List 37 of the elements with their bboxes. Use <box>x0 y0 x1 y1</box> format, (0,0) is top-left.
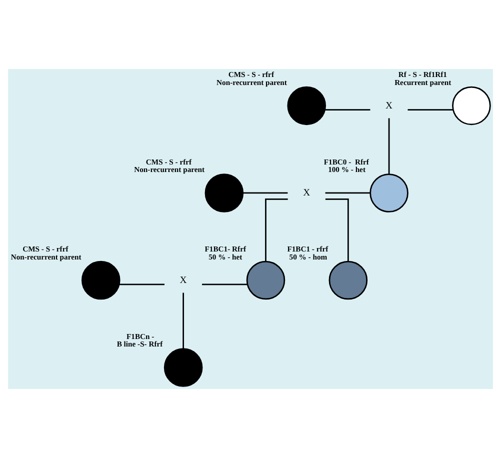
node-label: Rf - S - Rf1Rf1 <box>398 70 447 80</box>
node-label: F1BCn - <box>126 332 154 341</box>
connector <box>325 192 370 194</box>
node-label: CMS - S - rfrf <box>22 244 68 254</box>
node-circle <box>452 86 491 126</box>
node-label: CMS - S - rfrf <box>228 70 274 80</box>
node-label: 50 % - hom <box>289 252 328 262</box>
node-label: B line -S- Rfrf <box>116 340 163 349</box>
node-label: 50 % - het <box>208 252 242 262</box>
node-circle <box>246 260 286 300</box>
connector <box>325 198 349 262</box>
connector <box>388 118 390 174</box>
node-label: Recurrent parent <box>394 78 452 87</box>
node-circle <box>370 174 408 212</box>
node-circle <box>328 260 368 300</box>
node-label: CMS - S - rfrf <box>146 157 192 166</box>
connector <box>202 284 248 286</box>
node-label: Non-recurrent parent <box>10 252 82 262</box>
node-label: F1BC1 - rfrf <box>287 244 328 254</box>
node-circle <box>287 86 326 126</box>
node-text: X <box>180 274 187 286</box>
connector <box>265 198 288 262</box>
node-label: F1BC0 - Rfrf <box>324 157 369 166</box>
node-label: Non-recurrent parent <box>134 165 205 174</box>
node-circle <box>204 174 244 212</box>
connector <box>242 192 288 194</box>
node-circle <box>164 348 203 387</box>
connector <box>182 292 184 349</box>
connector <box>324 109 370 111</box>
node-text: X <box>386 100 393 112</box>
node-label: F1BC1- Rfrf <box>204 244 246 254</box>
node-circle <box>82 260 120 300</box>
node-text: X <box>303 188 310 199</box>
node-label: 100 % - het <box>328 165 366 174</box>
connector <box>408 109 454 111</box>
connector <box>119 284 164 286</box>
node-label: Non-recurrent parent <box>216 78 287 87</box>
